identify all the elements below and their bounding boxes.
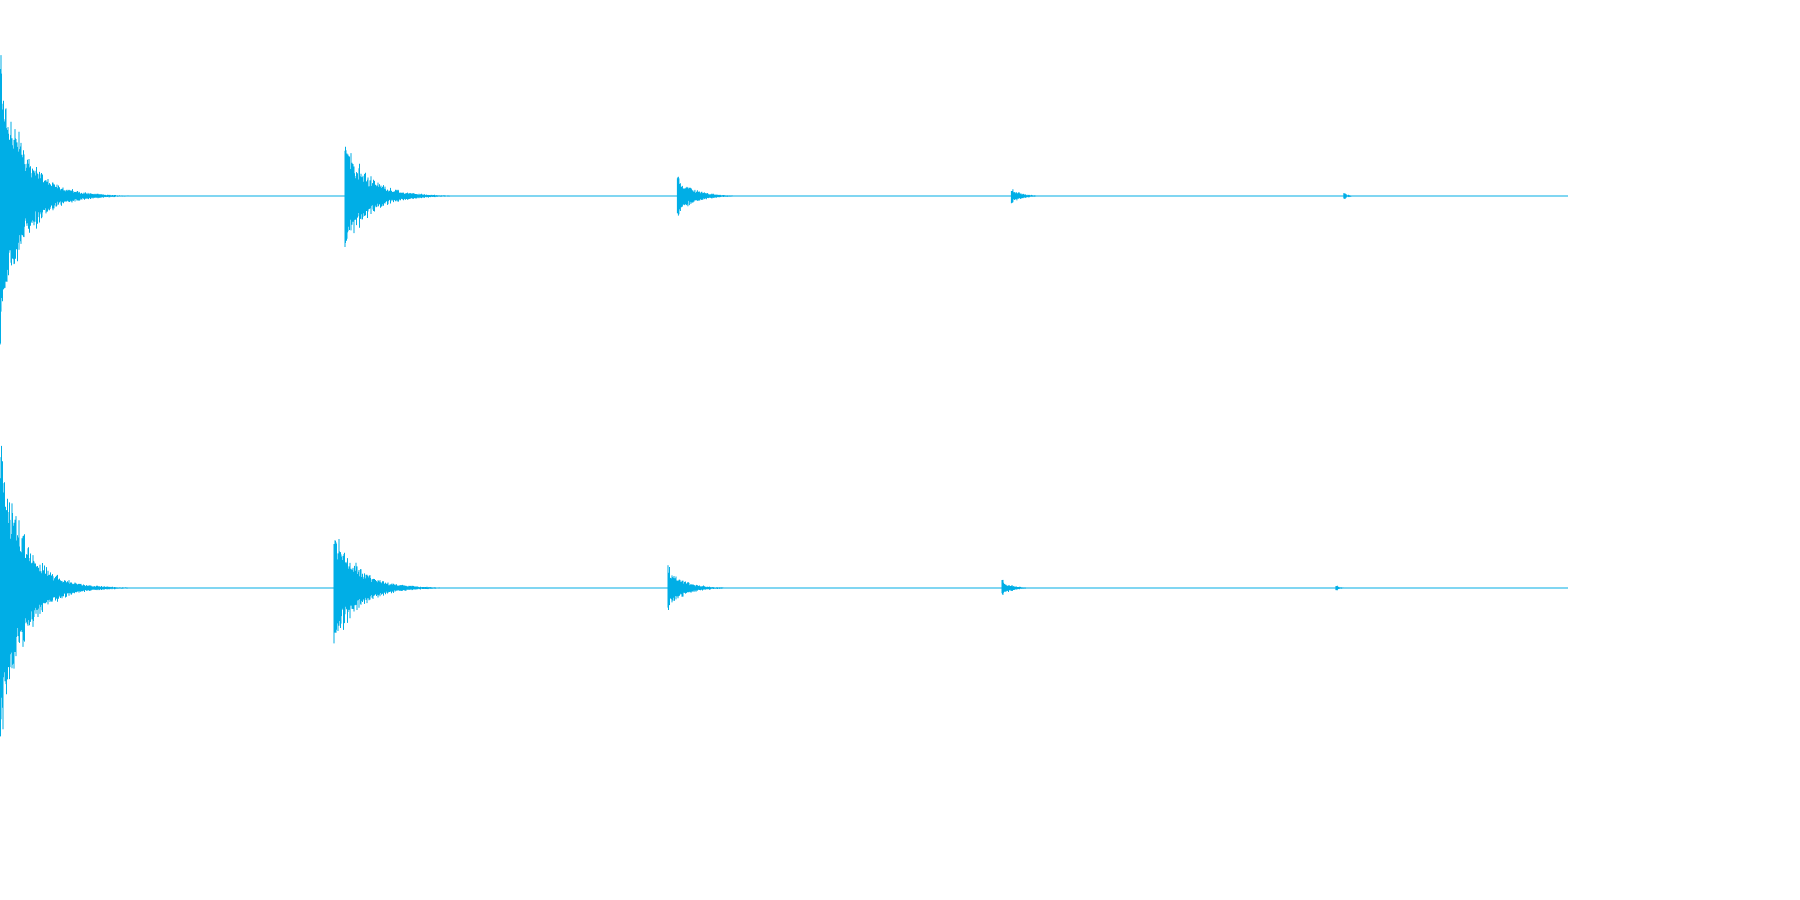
- waveform-transient-1: [0, 445, 164, 737]
- left-channel-waveform[interactable]: [0, 55, 1568, 345]
- waveform-transient-3: [667, 565, 762, 610]
- waveform-transient-2: [333, 539, 497, 644]
- waveform-transient-4: [1010, 189, 1060, 204]
- waveform-transient-2: [344, 146, 509, 247]
- waveform-transient-5: [1343, 193, 1365, 199]
- waveform-canvas[interactable]: [0, 0, 1568, 784]
- right-channel-waveform[interactable]: [0, 445, 1568, 737]
- waveform-transient-4: [1001, 579, 1050, 595]
- waveform-transient-1: [0, 55, 164, 345]
- waveform-transient-5: [1335, 585, 1355, 591]
- waveform-view[interactable]: [0, 0, 1568, 784]
- waveform-transient-3: [676, 176, 772, 216]
